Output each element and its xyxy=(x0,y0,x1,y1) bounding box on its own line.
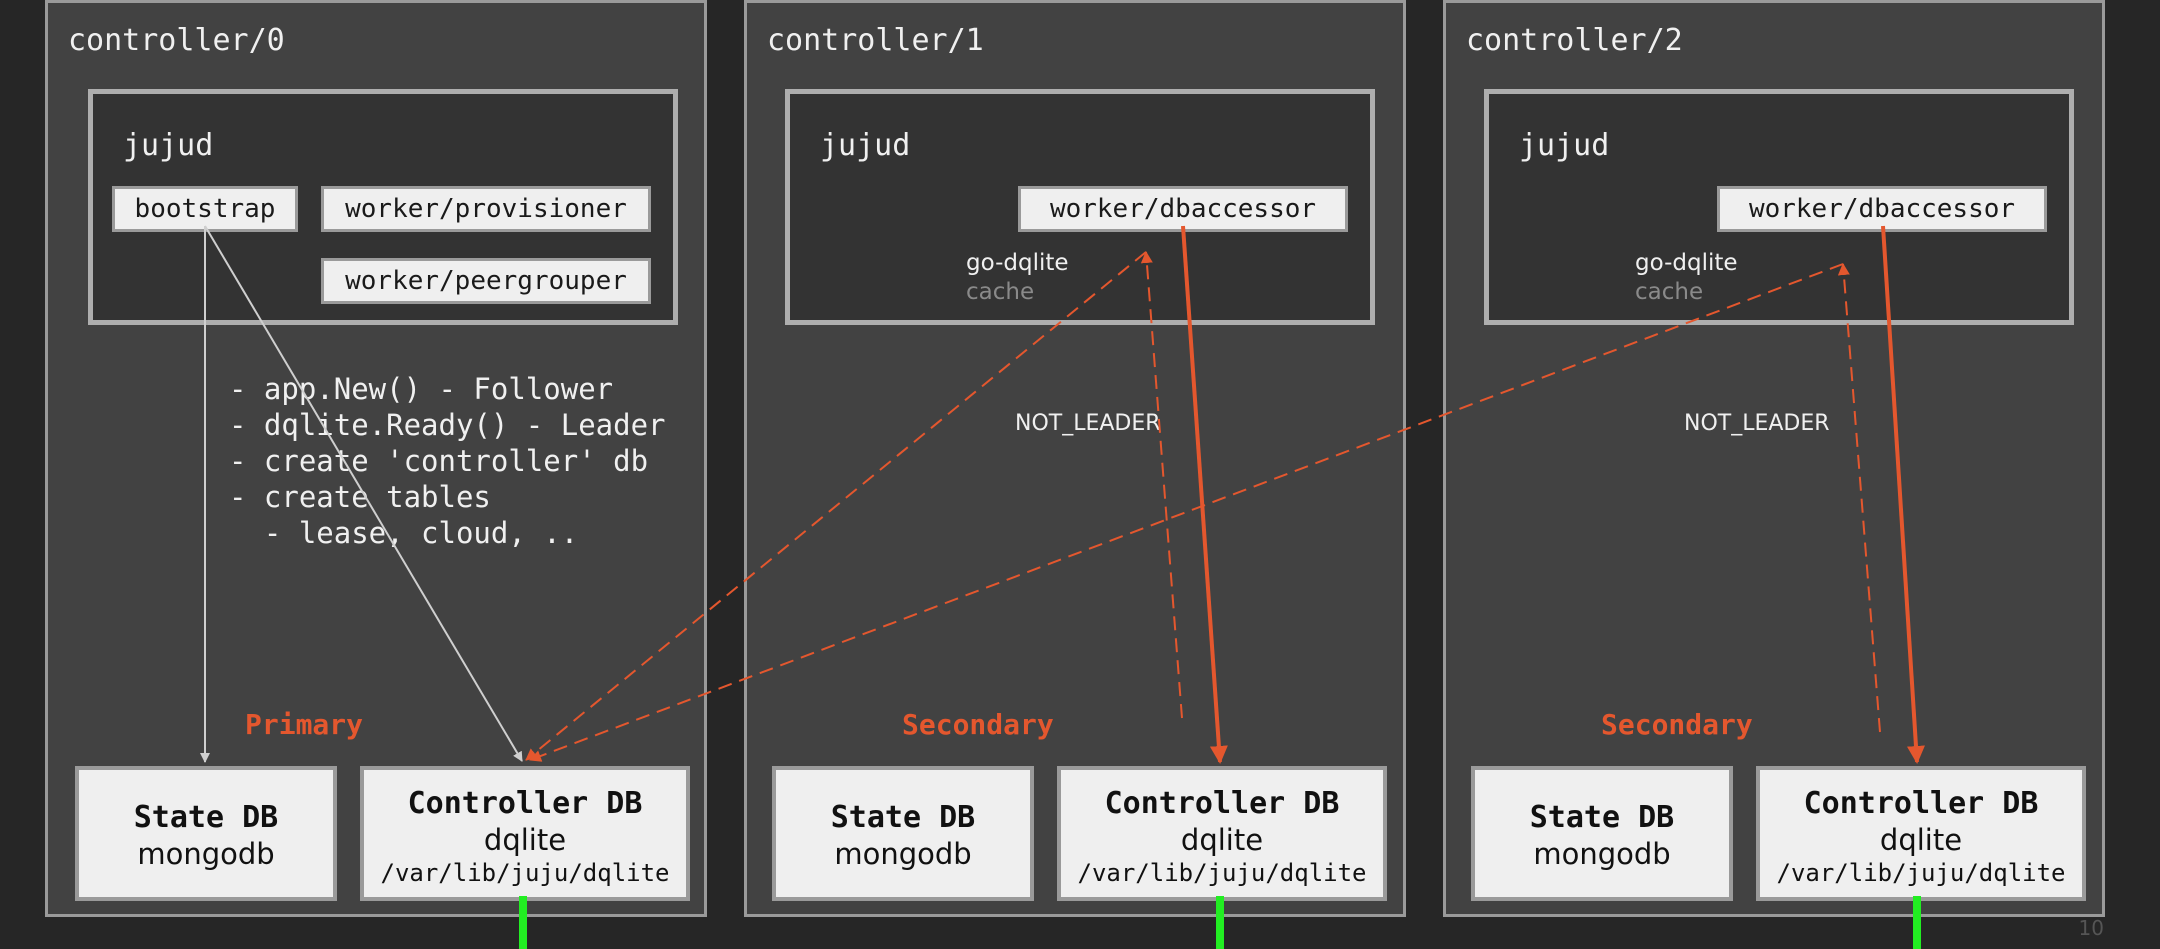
controller-title: controller/2 xyxy=(1466,23,1683,58)
not-leader-label: NOT_LEADER xyxy=(1684,411,1830,436)
role-label-secondary: Secondary xyxy=(1601,708,1753,741)
role-label-secondary: Secondary xyxy=(902,708,1054,741)
controller-db-engine: dqlite xyxy=(1180,823,1264,857)
jujud-process-box: jujud bootstrap worker/provisioner worke… xyxy=(88,89,678,325)
controller-1-panel: controller/1 jujud worker/dbaccessor go-… xyxy=(744,0,1406,917)
controller-title: controller/1 xyxy=(767,23,984,58)
controller-0-panel: controller/0 jujud bootstrap worker/prov… xyxy=(45,0,707,917)
state-db-title: State DB xyxy=(830,800,976,835)
controller-2-panel: controller/2 jujud worker/dbaccessor go-… xyxy=(1443,0,2105,917)
controller-db-box[interactable]: Controller DB dqlite /var/lib/juju/dqlit… xyxy=(1756,766,2086,901)
controller-db-engine: dqlite xyxy=(483,823,567,857)
jujud-label: jujud xyxy=(123,128,214,163)
not-leader-label: NOT_LEADER xyxy=(1015,411,1161,436)
controller-db-path: /var/lib/juju/dqlite xyxy=(1776,859,2066,887)
bootstrap-worker[interactable]: bootstrap xyxy=(112,186,298,232)
controller-title: controller/0 xyxy=(68,23,285,58)
cache-label: cache xyxy=(966,279,1035,305)
go-dqlite-label: go-dqlite xyxy=(966,250,1069,276)
go-dqlite-cache-label: go-dqlite cache xyxy=(966,249,1069,307)
controller-db-title: Controller DB xyxy=(1104,786,1340,821)
provisioner-worker[interactable]: worker/provisioner xyxy=(321,186,651,232)
jujud-label: jujud xyxy=(1519,128,1610,163)
controller-db-box[interactable]: Controller DB dqlite /var/lib/juju/dqlit… xyxy=(360,766,690,901)
go-dqlite-cache-label: go-dqlite cache xyxy=(1635,249,1738,307)
state-db-title: State DB xyxy=(1529,800,1675,835)
jujud-process-box: jujud worker/dbaccessor go-dqlite cache xyxy=(1484,89,2074,325)
controller-db-title: Controller DB xyxy=(1803,786,2039,821)
state-db-engine: mongodb xyxy=(137,837,275,871)
state-db-box[interactable]: State DB mongodb xyxy=(1471,766,1733,901)
role-label-primary: Primary xyxy=(245,708,364,741)
page-number: 10 xyxy=(2078,916,2104,940)
dbaccessor-worker[interactable]: worker/dbaccessor xyxy=(1717,186,2047,232)
jujud-label: jujud xyxy=(820,128,911,163)
dbaccessor-worker[interactable]: worker/dbaccessor xyxy=(1018,186,1348,232)
controller-db-path: /var/lib/juju/dqlite xyxy=(1077,859,1367,887)
state-db-title: State DB xyxy=(133,800,279,835)
jujud-process-box: jujud worker/dbaccessor go-dqlite cache xyxy=(785,89,1375,325)
controller-db-path: /var/lib/juju/dqlite xyxy=(380,859,670,887)
peergrouper-worker[interactable]: worker/peergrouper xyxy=(321,258,651,304)
controller-db-engine: dqlite xyxy=(1879,823,1963,857)
controller-db-box[interactable]: Controller DB dqlite /var/lib/juju/dqlit… xyxy=(1057,766,1387,901)
go-dqlite-label: go-dqlite xyxy=(1635,250,1738,276)
state-db-engine: mongodb xyxy=(1533,837,1671,871)
state-db-box[interactable]: State DB mongodb xyxy=(772,766,1034,901)
dqlite-cluster-link-1 xyxy=(1216,896,1224,949)
controller-db-title: Controller DB xyxy=(407,786,643,821)
bootstrap-notes: - app.New() - Follower - dqlite.Ready() … xyxy=(229,372,666,550)
dqlite-cluster-link-0 xyxy=(519,896,527,949)
cache-label: cache xyxy=(1635,279,1704,305)
dqlite-cluster-link-2 xyxy=(1913,896,1921,949)
state-db-box[interactable]: State DB mongodb xyxy=(75,766,337,901)
state-db-engine: mongodb xyxy=(834,837,972,871)
